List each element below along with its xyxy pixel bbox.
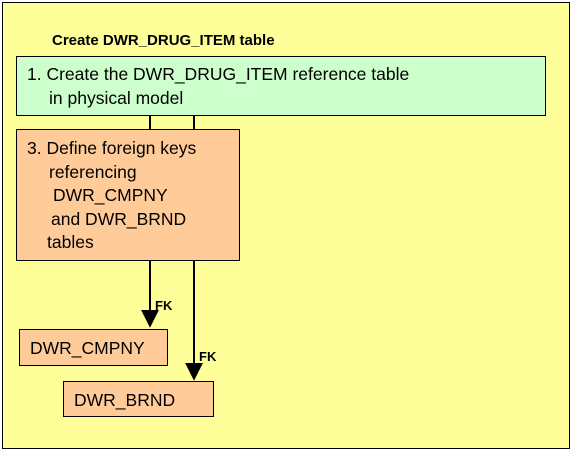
entity-dwr-cmpny: DWR_CMPNY (19, 329, 168, 366)
step3-line5: tables (47, 232, 94, 252)
fk-label-cmpny: FK (155, 298, 173, 313)
step1-line1: 1. Create the DWR_DRUG_ITEM reference ta… (27, 64, 410, 84)
step3-box: 3. Define foreign keys referencing DWR_C… (16, 129, 240, 261)
entity-dwr-brnd: DWR_BRND (63, 381, 214, 417)
step3-line3: DWR_CMPNY (53, 185, 168, 205)
step3-line2: referencing (49, 161, 137, 182)
fk-label-brnd: FK (199, 349, 217, 364)
diagram-title: Create DWR_DRUG_ITEM table (52, 32, 275, 49)
step3-line1: 3. Define foreign keys (27, 138, 197, 158)
step1-line2: in physical model (49, 87, 184, 108)
step3-line4: and DWR_BRND (51, 208, 187, 229)
step1-box: 1. Create the DWR_DRUG_ITEM reference ta… (16, 56, 546, 116)
